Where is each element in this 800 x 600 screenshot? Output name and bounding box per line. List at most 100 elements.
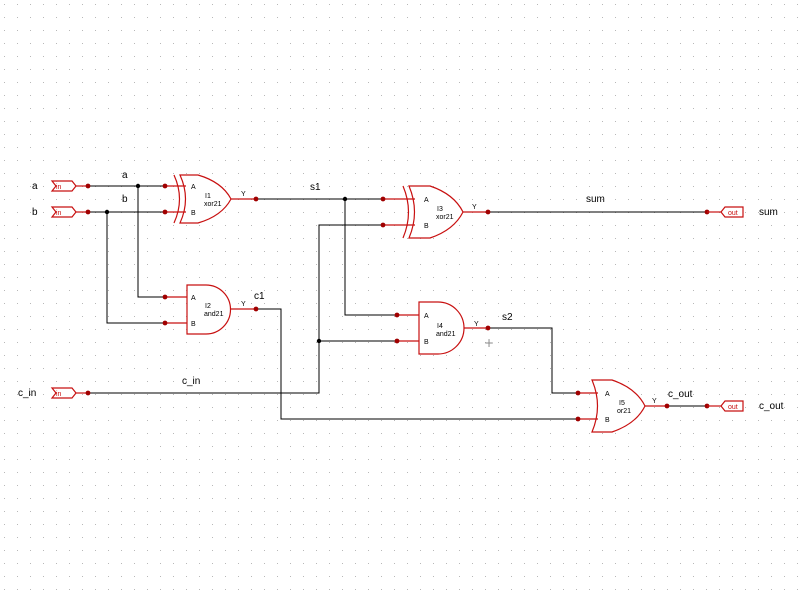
grid-dot [641,498,642,499]
grid-dot [433,69,434,70]
net-c1-wire[interactable] [256,308,578,420]
grid-dot [576,550,577,551]
grid-dot [355,316,356,317]
grid-dot [667,381,668,382]
grid-dot [160,199,161,200]
grid-dot [56,589,57,590]
net-s1-wire[interactable] [256,198,397,316]
gate-pin-b[interactable] [394,338,400,344]
gate-pin-a[interactable] [394,312,400,318]
grid-dot [56,563,57,564]
gate-i5[interactable]: A B Y I5 or21 [575,379,670,433]
port-pin[interactable] [85,209,91,215]
grid-dot [511,550,512,551]
net-b-wire[interactable] [88,211,165,324]
grid-dot [654,43,655,44]
grid-dot [303,407,304,408]
grid-dot [303,563,304,564]
gate-pin-a[interactable] [575,390,581,396]
grid-dot [160,446,161,447]
net-label-c-in[interactable]: c_in [182,376,200,387]
grid-dot [134,17,135,18]
input-port-a[interactable]: a in [32,180,91,192]
port-pin[interactable] [85,183,91,189]
output-port-sum[interactable]: out sum [704,206,778,218]
grid-dot [381,576,382,577]
grid-dot [95,420,96,421]
grid-dot [199,524,200,525]
input-port-b[interactable]: b in [32,206,91,218]
grid-dot [43,407,44,408]
grid-dot [628,134,629,135]
gate-pin-b[interactable] [162,209,168,215]
grid-dot [238,576,239,577]
gate-pin-y[interactable] [664,403,670,409]
grid-dot [4,303,5,304]
net-a-wire[interactable] [88,185,165,298]
grid-dot [498,134,499,135]
gate-i1[interactable]: A B Y I1 xor21 [162,174,259,224]
grid-dot [498,199,499,200]
grid-dot [732,550,733,551]
net-label-a[interactable]: a [122,170,128,181]
gate-pin-a[interactable] [162,183,168,189]
net-label-c-out[interactable]: c_out [668,389,693,400]
gate-pin-y[interactable] [253,306,259,312]
grid-dot [576,446,577,447]
grid-dot [433,420,434,421]
grid-dot [550,511,551,512]
grid-dot [615,264,616,265]
grid-dot [199,550,200,551]
grid-dot [147,264,148,265]
gate-pin-a[interactable] [380,196,386,202]
grid-dot [368,550,369,551]
net-c-in-wire[interactable] [88,224,397,394]
grid-dot [524,407,525,408]
grid-dot [147,108,148,109]
grid-dot [56,160,57,161]
net-s2-wire[interactable] [488,327,578,394]
grid-dot [69,160,70,161]
grid-dot [251,524,252,525]
gate-i4[interactable]: A B Y I4 and21 [394,301,491,355]
grid-dot [238,4,239,5]
gate-pin-y[interactable] [485,209,491,215]
grid-dot [602,355,603,356]
grid-dot [199,576,200,577]
grid-dot [199,485,200,486]
gate-pin-y[interactable] [485,325,491,331]
gate-pin-a[interactable] [162,294,168,300]
grid-dot [95,160,96,161]
grid-dot [173,368,174,369]
net-label-b[interactable]: b [122,194,128,205]
grid-dot [69,4,70,5]
port-pin[interactable] [85,390,91,396]
grid-dot [537,303,538,304]
grid-dot [654,446,655,447]
grid-dot [719,420,720,421]
gate-pin-b[interactable] [380,222,386,228]
grid-dot [654,134,655,135]
grid-dot [160,355,161,356]
gate-pin-b[interactable] [575,416,581,422]
grid-dot [4,212,5,213]
net-label-c1[interactable]: c1 [254,291,265,302]
gate-pin-y[interactable] [253,196,259,202]
grid-dot [368,459,369,460]
gate-i2[interactable]: A B Y I2 and21 [162,284,259,335]
grid-dot [134,433,135,434]
grid-dot [134,576,135,577]
grid-dot [342,303,343,304]
input-port-c-in[interactable]: c_in in [18,387,91,399]
output-port-c-out[interactable]: out c_out [704,400,784,412]
net-label-sum[interactable]: sum [586,194,605,205]
net-label-s1[interactable]: s1 [310,182,321,193]
gate-pin-b[interactable] [162,320,168,326]
net-label-s2[interactable]: s2 [502,312,513,323]
grid-dot [498,225,499,226]
gate-i3[interactable]: A B Y I3 xor21 [380,185,491,239]
grid-dot [628,69,629,70]
grid-dot [30,563,31,564]
grid-dot [472,303,473,304]
